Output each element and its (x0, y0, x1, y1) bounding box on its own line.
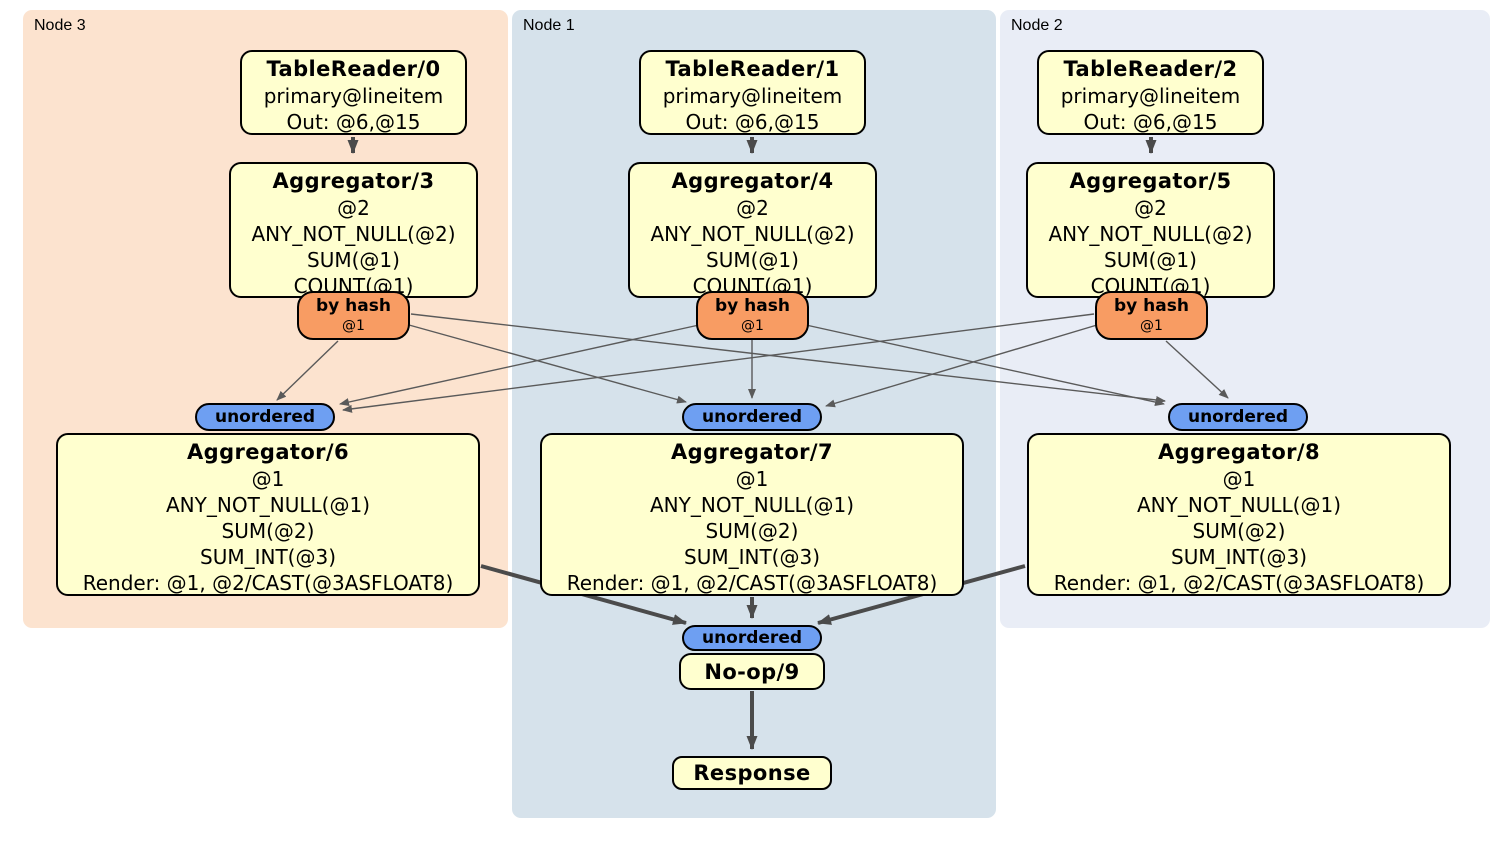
node-title: Aggregator/5 (1069, 169, 1232, 193)
node-detail: SUM(@1) (307, 248, 400, 272)
node-title: Aggregator/7 (670, 440, 834, 464)
node-detail: SUM(@2) (1192, 519, 1286, 543)
unordered-sync-9: unordered (682, 625, 822, 651)
node-detail: Render: @1, @2/CAST(@3ASFLOAT8) (566, 571, 938, 595)
node-title: Aggregator/3 (272, 169, 435, 193)
hash-router-4: by hash @1 (696, 291, 809, 340)
plan-node-tablereader-2: TableReader/2 primary@lineitem Out: @6,@… (1037, 50, 1264, 135)
edge-hash3-u6 (276, 340, 339, 401)
node-detail: SUM_INT(@3) (684, 545, 820, 569)
node-detail: SUM(@1) (1104, 248, 1197, 272)
router-label: by hash (715, 296, 790, 316)
edge-hash4-u6 (339, 324, 700, 406)
node-detail: ANY_NOT_NULL(@2) (251, 222, 456, 246)
node-detail: SUM_INT(@3) (1171, 545, 1307, 569)
node-title: Aggregator/4 (671, 169, 834, 193)
router-column: @1 (741, 318, 764, 334)
node-title: Aggregator/8 (1157, 440, 1321, 464)
node-title: No-op/9 (704, 659, 800, 684)
hash-router-5: by hash @1 (1095, 291, 1208, 340)
node-detail: SUM(@2) (221, 519, 315, 543)
stream-label: unordered (1187, 407, 1289, 427)
plan-node-tablereader-0: TableReader/0 primary@lineitem Out: @6,@… (240, 50, 467, 135)
stream-label: unordered (214, 407, 316, 427)
node-title: TableReader/2 (1063, 57, 1238, 81)
node-detail: ANY_NOT_NULL(@1) (166, 493, 370, 517)
node-title: TableReader/1 (665, 57, 840, 81)
router-column: @1 (1140, 318, 1163, 334)
plan-node-aggregator-5: Aggregator/5 @2 ANY_NOT_NULL(@2) SUM(@1)… (1026, 162, 1275, 298)
node-detail: @2 (736, 196, 769, 220)
edge-hash3-u7 (408, 324, 687, 404)
node-detail: ANY_NOT_NULL(@1) (1137, 493, 1341, 517)
plan-node-aggregator-7: Aggregator/7 @1 ANY_NOT_NULL(@1) SUM(@2)… (540, 433, 964, 596)
unordered-sync-7: unordered (682, 403, 822, 431)
plan-node-noop-9: No-op/9 (679, 653, 825, 690)
plan-node-aggregator-6: Aggregator/6 @1 ANY_NOT_NULL(@1) SUM(@2)… (56, 433, 480, 596)
edge-hash4-u8 (805, 324, 1165, 406)
unordered-sync-8: unordered (1168, 403, 1308, 431)
node-detail: @2 (1134, 196, 1167, 220)
group-label-node-3: Node 3 (34, 17, 86, 34)
router-column: @1 (342, 318, 365, 334)
edge-hash5-u7 (825, 324, 1098, 408)
node-detail: ANY_NOT_NULL(@2) (650, 222, 855, 246)
stream-label: unordered (701, 628, 803, 648)
node-detail: Out: @6,@15 (286, 110, 421, 134)
stream-label: unordered (701, 407, 803, 427)
node-detail: @1 (1222, 467, 1256, 491)
node-title: TableReader/0 (266, 57, 441, 81)
plan-node-response: Response (672, 756, 832, 790)
node-detail: Out: @6,@15 (685, 110, 820, 134)
node-detail: SUM(@2) (705, 519, 799, 543)
node-detail: Render: @1, @2/CAST(@3ASFLOAT8) (1053, 571, 1425, 595)
plan-node-aggregator-4: Aggregator/4 @2 ANY_NOT_NULL(@2) SUM(@1)… (628, 162, 877, 298)
node-detail: ANY_NOT_NULL(@2) (1048, 222, 1253, 246)
unordered-sync-6: unordered (195, 403, 335, 431)
node-title: Response (693, 761, 811, 785)
node-detail: Out: @6,@15 (1083, 110, 1218, 134)
edge-hash5-u6 (342, 313, 1095, 413)
node-detail: SUM(@1) (706, 248, 799, 272)
node-detail: SUM_INT(@3) (200, 545, 336, 569)
plan-node-aggregator-3: Aggregator/3 @2 ANY_NOT_NULL(@2) SUM(@1)… (229, 162, 478, 298)
node-detail: primary@lineitem (1060, 84, 1241, 108)
plan-node-aggregator-8: Aggregator/8 @1 ANY_NOT_NULL(@1) SUM(@2)… (1027, 433, 1451, 596)
node-detail: @2 (337, 196, 370, 220)
node-detail: ANY_NOT_NULL(@1) (650, 493, 854, 517)
group-label-node-2: Node 2 (1011, 17, 1063, 34)
node-detail: primary@lineitem (662, 84, 843, 108)
router-label: by hash (316, 296, 391, 316)
router-label: by hash (1114, 296, 1189, 316)
edge-hash5-u8 (1165, 340, 1229, 399)
node-detail: Render: @1, @2/CAST(@3ASFLOAT8) (82, 571, 454, 595)
group-label-node-1: Node 1 (523, 17, 575, 34)
hash-router-3: by hash @1 (297, 291, 410, 340)
node-title: Aggregator/6 (186, 440, 350, 464)
node-detail: @1 (251, 467, 285, 491)
edge-hash3-u8 (410, 313, 1166, 404)
plan-node-tablereader-1: TableReader/1 primary@lineitem Out: @6,@… (639, 50, 866, 135)
node-detail: @1 (735, 467, 769, 491)
node-detail: primary@lineitem (263, 84, 444, 108)
